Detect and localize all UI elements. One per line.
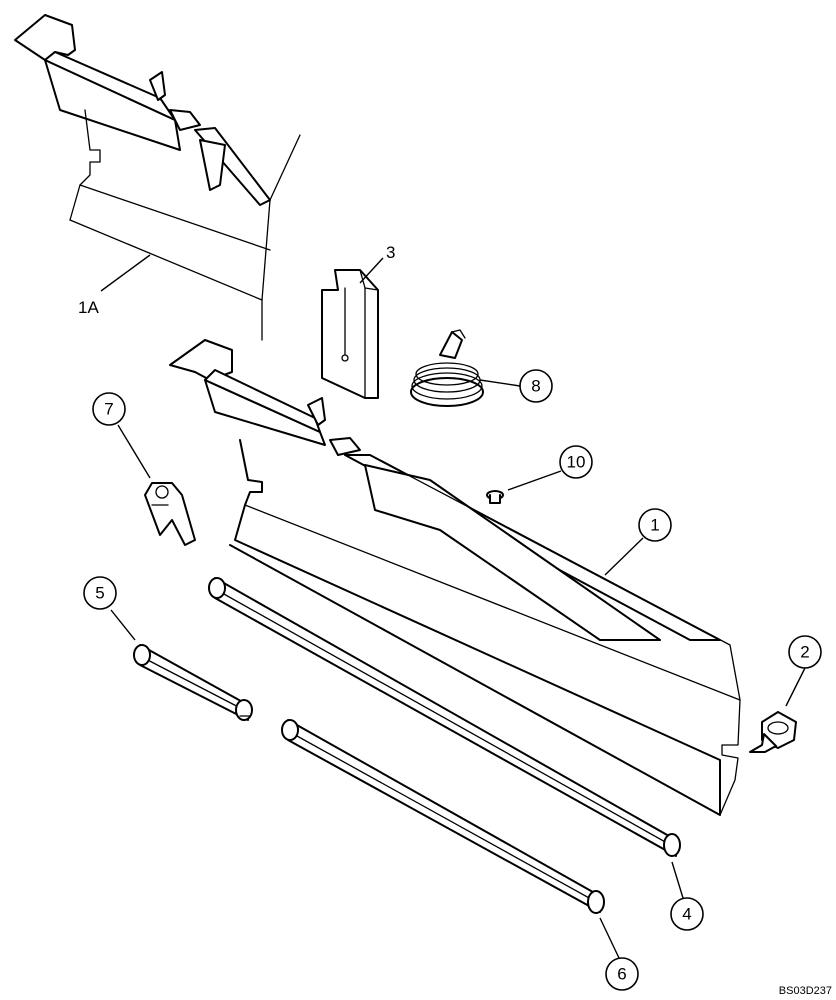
leader-8	[479, 379, 521, 387]
leader-5	[110, 609, 136, 641]
callout-3[interactable]: 3	[386, 243, 395, 262]
leader-7	[117, 424, 151, 479]
leader-1	[604, 537, 644, 576]
part-5-edge-trim	[133, 644, 253, 721]
leader-4	[671, 861, 684, 899]
leader-lines	[100, 254, 806, 959]
callout-8-label: 8	[531, 377, 540, 396]
callout-4-circle	[670, 897, 704, 931]
callout-1[interactable]: 1	[638, 508, 672, 542]
callout-5-label: 5	[95, 584, 104, 603]
callout-10[interactable]: 10	[559, 445, 593, 479]
leader-1a	[100, 254, 151, 292]
part-2-screw	[749, 711, 797, 753]
callout-6-circle	[605, 957, 639, 991]
callout-5-circle	[83, 576, 117, 610]
part-4-edge-trim	[208, 577, 681, 857]
callout-4[interactable]: 4	[670, 897, 704, 931]
callout-1-label: 1	[650, 516, 659, 535]
part-6-edge-trim	[281, 719, 605, 914]
callout-1-circle	[638, 508, 672, 542]
callout-3-label: 3	[386, 243, 395, 262]
callout-1a-label: 1A	[78, 298, 99, 317]
callout-5[interactable]: 5	[83, 576, 117, 610]
callout-2-circle	[788, 635, 822, 669]
part-1-shield	[169, 339, 741, 816]
callout-7-label: 7	[104, 400, 113, 419]
callout-10-circle	[559, 445, 593, 479]
callout-2[interactable]: 2	[788, 635, 822, 669]
callout-2-label: 2	[800, 643, 809, 662]
leader-6	[599, 917, 620, 959]
callout-6-label: 6	[617, 965, 626, 984]
part-10-plug	[486, 490, 504, 504]
callout-8[interactable]: 8	[519, 369, 553, 403]
leader-2	[785, 667, 806, 707]
part-7-clip	[144, 482, 196, 546]
callout-10-label: 10	[567, 453, 586, 472]
callout-7[interactable]: 7	[92, 392, 126, 426]
part-3-foam-block	[321, 269, 379, 399]
callout-8-circle	[519, 369, 553, 403]
part-8-seal-coil	[410, 329, 484, 407]
callout-4-label: 4	[682, 905, 691, 924]
callout-7-circle	[92, 392, 126, 426]
leader-10	[507, 470, 562, 491]
callout-6[interactable]: 6	[605, 957, 639, 991]
callout-1a[interactable]: 1A	[78, 298, 99, 317]
part-1a-shield	[14, 14, 301, 341]
leader-3	[359, 257, 384, 284]
reference-code: BS03D237	[779, 985, 832, 997]
